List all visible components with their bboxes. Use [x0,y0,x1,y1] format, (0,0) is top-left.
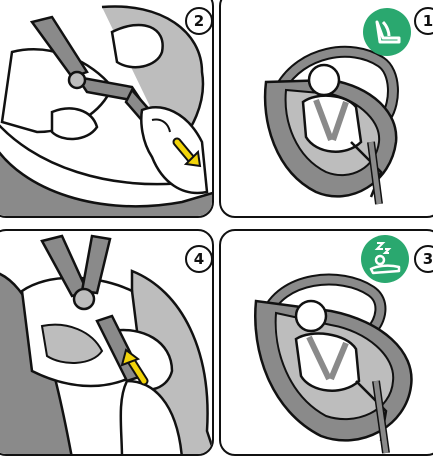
step-3-badge [361,235,409,283]
step-number-2: 2 [185,7,213,35]
step-1-panel: 1 [219,0,433,218]
step-number-4: 4 [185,245,213,273]
step-4-illustration [0,231,214,456]
step-1-badge [363,8,411,56]
seat-recline-icon [363,8,411,56]
sleeping-baby-icon [361,235,409,283]
step-2-illustration [0,0,214,218]
step-4-panel: 4 [0,229,214,456]
step-2-panel: 2 [0,0,214,218]
step-3-panel: 3 [219,229,433,456]
